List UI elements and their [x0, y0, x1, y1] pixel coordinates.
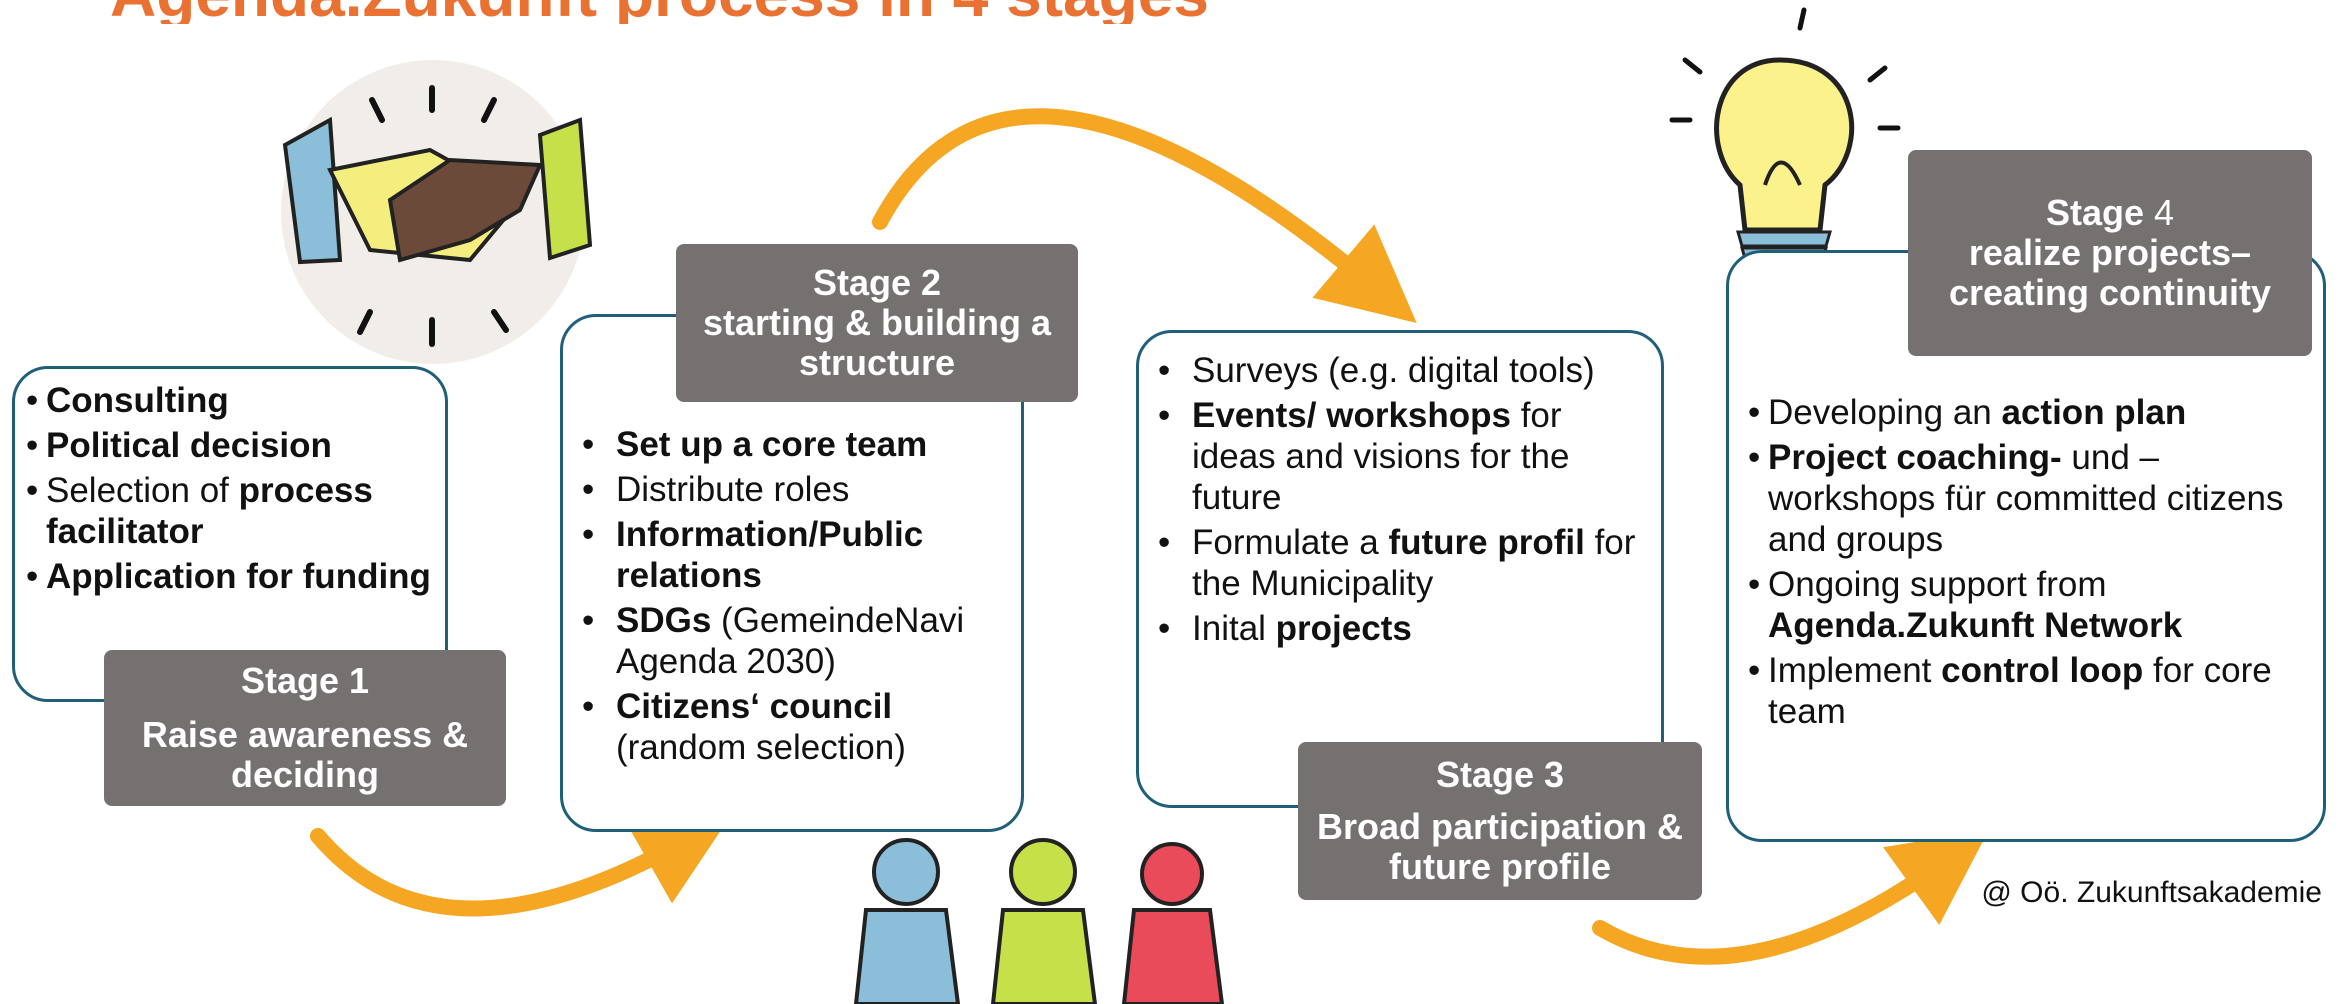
list-item: Citizens‘ council (random selection) — [572, 686, 1012, 768]
curved-arrow-icon — [310, 814, 732, 917]
slide-title: Agenda.Zukunft process in 4 stages — [110, 0, 1710, 24]
stage3-subtitle: Broad participation & future profile — [1316, 806, 1684, 887]
list-item: Implement control loop for core team — [1744, 650, 2316, 732]
list-item: SDGs (GemeindeNavi Agenda 2030) — [572, 600, 1012, 682]
stage4-subtitle: realize projects– creating continuity — [1948, 232, 2272, 313]
stage3-list: Surveys (e.g. digital tools) Events/ wor… — [1148, 350, 1654, 653]
stage1-subtitle: Raise awareness & deciding — [141, 714, 469, 795]
handshake-icon — [281, 60, 593, 364]
list-item: Developing an action plan — [1744, 392, 2316, 433]
stage4-heading-word: Stage — [2045, 192, 2144, 233]
stage2-label: Stage 2 starting & building a structure — [676, 244, 1078, 402]
stage1-label: Stage 1 Raise awareness & deciding — [104, 650, 506, 806]
people-holding-hands-icon — [853, 838, 1225, 1004]
lightbulb-icon — [1669, 7, 1901, 282]
stage2-heading: Stage 2 — [812, 262, 942, 303]
stage2-list: Set up a core team Distribute roles Info… — [572, 424, 1012, 772]
list-item: Set up a core team — [572, 424, 1012, 465]
stage4-list: Developing an action plan Project coachi… — [1744, 392, 2316, 736]
list-item: Application for funding — [22, 556, 442, 597]
stage2-subtitle: starting & building a structure — [703, 302, 1051, 383]
stage3-heading: Stage 3 — [1435, 754, 1565, 795]
list-item: Inital projects — [1148, 608, 1654, 649]
list-item: Events/ workshops for ideas and visions … — [1148, 395, 1654, 518]
stage1-heading: Stage 1 — [240, 660, 370, 701]
list-item: Formulate a future profil for the Munici… — [1148, 522, 1654, 604]
stage3-label: Stage 3 Broad participation & future pro… — [1298, 742, 1702, 900]
list-item: Political decision — [22, 425, 442, 466]
list-item: Project coaching- und – workshops für co… — [1744, 437, 2316, 560]
credit-text: @ Oö. Zukunftsakademie — [1981, 876, 2322, 909]
list-item: Information/Public relations — [572, 514, 1012, 596]
list-item: Selection of process facilitator — [22, 470, 442, 552]
stage4-label: Stage 4 realize projects– creating conti… — [1908, 150, 2312, 356]
list-item: Consulting — [22, 380, 442, 421]
list-item: Distribute roles — [572, 469, 1012, 510]
curved-arrow-icon — [1592, 829, 1989, 965]
stage1-list: Consulting Political decision Selection … — [22, 380, 442, 601]
curved-arrow-icon — [872, 108, 1417, 323]
stage4-heading: Stage 4 — [1908, 193, 2312, 233]
stage4-heading-number: 4 — [2154, 192, 2175, 233]
list-item: Surveys (e.g. digital tools) — [1148, 350, 1654, 391]
list-item: Ongoing support from Agenda.Zukunft Netw… — [1744, 564, 2316, 646]
